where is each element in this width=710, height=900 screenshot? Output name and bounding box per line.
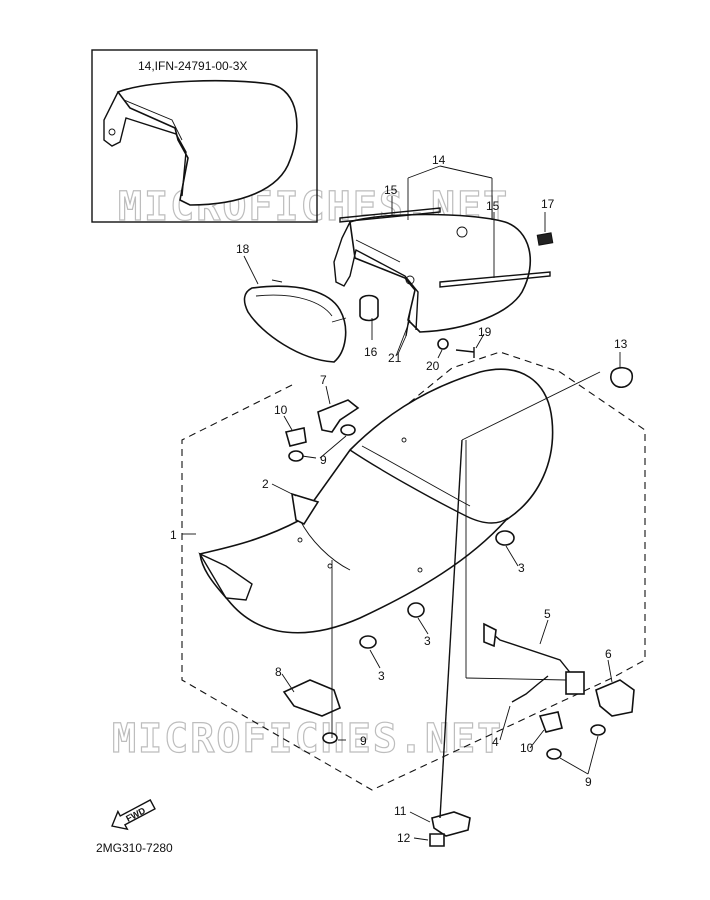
nut-12	[429, 833, 445, 847]
nut-9-lower-left	[322, 732, 338, 744]
callout-18: 18	[236, 242, 250, 256]
nut-9-upper-b	[340, 424, 356, 436]
callout-labels: 1 2 3 3 3 4 5 6 7 8 9 9 9 10 10 11 12 13…	[170, 153, 628, 845]
damper-3-right	[495, 530, 515, 546]
lock-6	[595, 679, 635, 717]
cable-5	[487, 629, 577, 681]
callout-15-left: 15	[384, 183, 398, 197]
callout-13: 13	[614, 337, 628, 351]
nut-9-lower-b	[590, 724, 606, 736]
callout-19: 19	[478, 325, 492, 339]
callout-6: 6	[605, 647, 612, 661]
watermark-bottom: MICROFICHES.NET	[112, 716, 503, 762]
damper-3-left	[359, 635, 377, 649]
spring-4	[511, 675, 549, 703]
callout-11: 11	[394, 804, 407, 818]
grommet-16	[359, 294, 379, 322]
callout-15-right: 15	[486, 199, 500, 213]
bracket-2	[291, 492, 320, 526]
callout-9-lower-right: 9	[585, 775, 592, 789]
callout-17: 17	[541, 197, 555, 211]
fwd-arrow-icon: FWD	[111, 799, 156, 831]
callout-3-mid: 3	[424, 634, 431, 648]
trim-strip-left	[339, 207, 441, 223]
callout-20: 20	[426, 359, 440, 373]
assembly-boundary	[181, 351, 646, 791]
callout-9-upper: 9	[320, 453, 327, 467]
drawing-number: 2MG310-7280	[96, 841, 173, 855]
bracket-10-upper	[284, 427, 307, 447]
nut-9-lower-a	[546, 748, 562, 760]
callout-2: 2	[262, 477, 269, 491]
callout-1: 1	[170, 528, 177, 542]
nut-9-upper-a	[288, 450, 304, 462]
seat-cowl	[333, 213, 531, 333]
inset-panel: 14,IFN-24791-00-3X	[91, 49, 318, 223]
tail-light	[243, 279, 347, 363]
callout-4: 4	[492, 735, 499, 749]
hook-11	[431, 811, 471, 837]
callout-16: 16	[364, 345, 378, 359]
leader-lines	[182, 165, 621, 841]
bracket-10-lower	[538, 711, 563, 733]
callout-10-upper: 10	[274, 403, 288, 417]
trim-strip-right	[439, 271, 551, 288]
inset-title: 14,IFN-24791-00-3X	[138, 59, 247, 73]
callout-7: 7	[320, 373, 327, 387]
callout-10-lower: 10	[520, 741, 534, 755]
inset-seat-cowl	[103, 79, 298, 206]
damper-3-mid	[407, 602, 425, 618]
guide-11	[439, 439, 463, 819]
bracket-7	[317, 399, 360, 433]
callout-8: 8	[275, 665, 282, 679]
callout-21: 21	[388, 351, 402, 365]
washer-20	[437, 338, 449, 350]
callout-12: 12	[397, 831, 411, 845]
seat	[198, 368, 554, 634]
callout-9-lower-left: 9	[360, 734, 367, 748]
bolt-19	[455, 347, 475, 358]
callout-3-left: 3	[378, 669, 385, 683]
knob-13	[610, 366, 634, 389]
bracket-8	[282, 679, 341, 717]
callout-14: 14	[432, 153, 446, 167]
callout-5: 5	[544, 607, 551, 621]
clip-17	[536, 232, 554, 246]
callout-3-right: 3	[518, 561, 525, 575]
